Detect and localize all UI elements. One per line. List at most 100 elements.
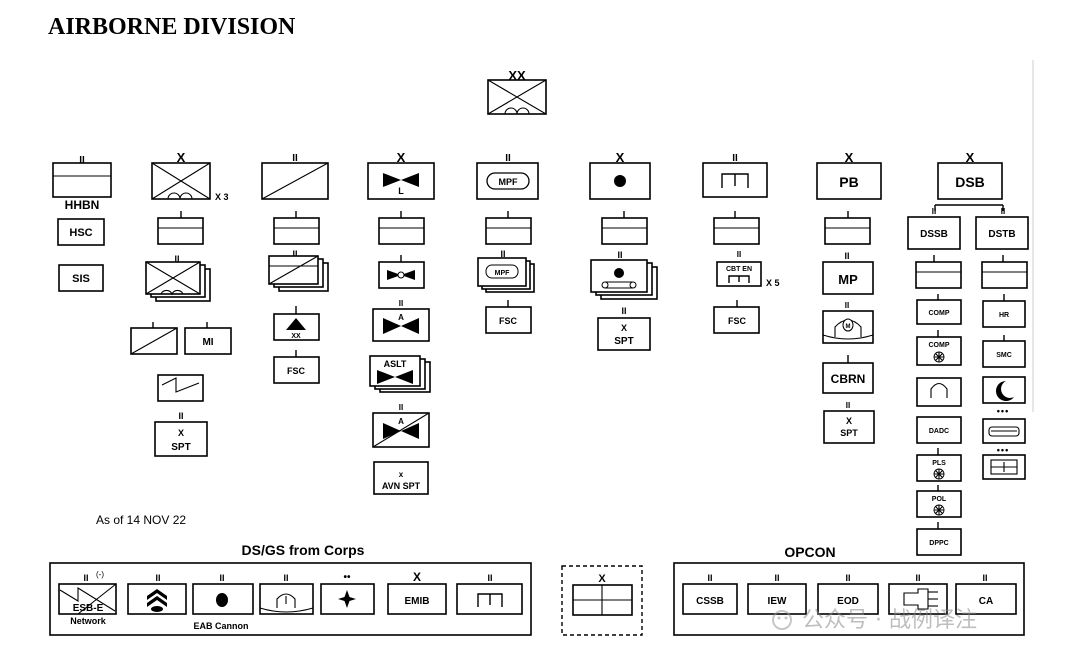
svg-text:II: II <box>844 251 849 261</box>
emib-label: EMIB <box>405 596 430 607</box>
mpf-label: MPF <box>499 177 519 187</box>
svg-text:II: II <box>617 250 622 260</box>
svg-text:II: II <box>982 573 987 583</box>
cbrn-label: CBRN <box>831 372 866 386</box>
svg-text:PLS: PLS <box>932 460 946 467</box>
svg-text:II: II <box>774 573 779 583</box>
pb-label: PB <box>839 174 858 190</box>
svg-text:II: II <box>845 301 849 310</box>
svg-text:II: II <box>915 573 920 583</box>
svg-text:II: II <box>399 299 403 308</box>
mpf-column: II MPF II MPF FSC <box>476 153 539 334</box>
support-brigade-column: X II II X SPT <box>589 150 658 351</box>
opcon-title: OPCON <box>784 544 835 560</box>
cbt-en-label: CBT EN <box>726 266 752 273</box>
svg-text:X: X <box>177 150 186 165</box>
hhbn-column: II HHBN HSC SIS <box>52 155 112 292</box>
svg-text:X: X <box>598 573 606 585</box>
svg-text:ASLT: ASLT <box>384 359 407 369</box>
iew-label: IEW <box>768 596 787 607</box>
svg-text:公众号 · 战例译注: 公众号 · 战例译注 <box>802 608 977 633</box>
dsb-label: DSB <box>955 174 985 190</box>
avn-spt-label: AVN SPT <box>382 481 421 491</box>
cssb-label: CSSB <box>696 596 724 607</box>
svg-text:•••: ••• <box>997 406 1009 416</box>
svg-text:II: II <box>505 153 511 164</box>
spt-label: SPT <box>171 442 190 453</box>
division-hq: XX <box>487 68 547 115</box>
svg-text:COMP: COMP <box>929 342 950 349</box>
pb-column: X PB II MP II M CBRN II X SPT <box>816 150 882 444</box>
svg-text:•••: ••• <box>997 445 1009 455</box>
svg-text:II: II <box>174 254 179 264</box>
svg-text:II: II <box>737 250 741 259</box>
dssb-label: DSSB <box>920 229 948 240</box>
page-title: AIRBORNE DIVISION <box>48 14 296 40</box>
opcon-panel: OPCON II CSSB II IEW II EOD II II CA <box>673 544 1025 636</box>
svg-text:L: L <box>398 186 404 196</box>
mp-label: MP <box>838 272 858 287</box>
svg-text:II: II <box>500 249 505 259</box>
ca-label: CA <box>979 596 993 607</box>
svg-text:DADC: DADC <box>929 428 949 435</box>
ds-gs-panel: DS/GS from Corps II (-) ESB-E Network II… <box>49 542 532 636</box>
sis-label: SIS <box>72 273 90 285</box>
infantry-brigade-column: X X 3 II MI II X SPT <box>130 150 232 457</box>
svg-text:SPT: SPT <box>614 336 633 347</box>
svg-text:DPPC: DPPC <box>929 540 948 547</box>
svg-text:II: II <box>219 573 224 583</box>
watermark: 公众号 · 战例译注 <box>772 608 977 633</box>
aviation-column: X L II A ASLT II A x AVN SPT <box>367 150 435 495</box>
svg-text:II: II <box>292 153 298 164</box>
svg-text:••: •• <box>343 572 351 583</box>
svg-text:X: X <box>845 150 854 165</box>
fsc-label: FSC <box>287 366 306 376</box>
svg-text:FSC: FSC <box>728 316 747 326</box>
svg-text:POL: POL <box>932 496 947 503</box>
esb-e-label: ESB-E <box>73 603 104 614</box>
eod-label: EOD <box>837 596 859 607</box>
dsb-column: X DSB II DSSB COMP COMP DADC PLS POL <box>907 150 1029 556</box>
svg-text:II: II <box>79 155 85 166</box>
svg-text:II: II <box>1001 207 1005 216</box>
svg-text:II: II <box>707 573 712 583</box>
as-of-date: As of 14 NOV 22 <box>96 513 186 527</box>
artillery-column: II II XX FSC <box>261 153 329 384</box>
svg-text:II: II <box>155 573 160 583</box>
svg-text:II: II <box>487 573 492 583</box>
svg-text:M: M <box>846 324 851 330</box>
svg-text:II: II <box>732 153 738 164</box>
ds-gs-title: DS/GS from Corps <box>242 542 365 558</box>
dstb-label: DSTB <box>988 229 1015 240</box>
svg-text:X: X <box>621 323 627 333</box>
svg-text:II: II <box>932 207 936 216</box>
x3-label: X 3 <box>215 192 229 202</box>
svg-text:XX: XX <box>291 333 301 340</box>
hhbn-label: HHBN <box>65 198 100 212</box>
svg-text:X: X <box>178 428 184 438</box>
mi-label: MI <box>202 337 213 348</box>
svg-text:X: X <box>413 570 421 584</box>
svg-text:(-): (-) <box>96 570 104 579</box>
svg-text:SPT: SPT <box>840 428 858 438</box>
svg-text:II: II <box>621 306 626 316</box>
svg-text:X: X <box>966 150 975 165</box>
network-label: Network <box>70 616 107 626</box>
svg-text:II: II <box>845 573 850 583</box>
svg-text:II: II <box>178 411 183 421</box>
svg-text:X: X <box>397 150 406 165</box>
engineer-column: II II CBT EN X 5 FSC <box>702 153 780 334</box>
svg-text:FSC: FSC <box>499 316 518 326</box>
attached-brigade-dashed: X <box>561 565 643 636</box>
svg-text:II: II <box>846 401 850 410</box>
svg-text:HR: HR <box>999 312 1009 319</box>
hsc-label: HSC <box>69 227 92 239</box>
svg-text:X: X <box>846 416 852 426</box>
svg-text:II: II <box>399 403 403 412</box>
svg-text:MPF: MPF <box>495 270 511 277</box>
svg-text:A: A <box>398 417 404 426</box>
svg-text:X: X <box>616 150 625 165</box>
svg-text:SMC: SMC <box>996 352 1012 359</box>
svg-text:II: II <box>83 573 88 583</box>
